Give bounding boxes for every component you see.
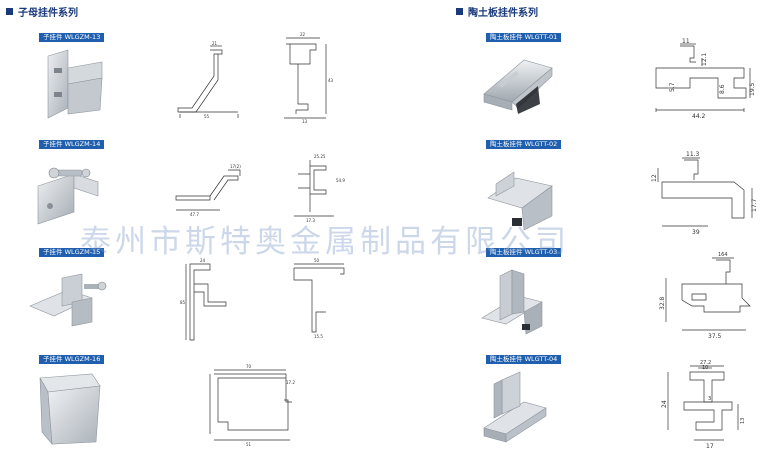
section-drawing-wlgzm-16: 70 17.2 51 bbox=[209, 364, 295, 447]
dim-32-8: 32.8 bbox=[659, 296, 666, 310]
dim-17-7: 17.7 bbox=[751, 198, 758, 212]
svg-text:70: 70 bbox=[246, 364, 252, 369]
left-section-header: 子母挂件系列 bbox=[6, 4, 78, 19]
square-bullet-icon bbox=[456, 8, 463, 15]
product-photo-wlgtt-04 bbox=[483, 371, 547, 443]
dim-44-2: 44.2 bbox=[692, 113, 706, 120]
product-label-wlgzm-16: 子挂件 WLGZM-16 bbox=[39, 355, 105, 364]
right-section-title: 陶土板挂件系列 bbox=[468, 8, 538, 19]
svg-text:13: 13 bbox=[302, 119, 308, 124]
dim-11: 11 bbox=[682, 38, 690, 45]
product-label-wlgtt-04: 陶土板挂件 WLGTT-04 bbox=[486, 355, 562, 364]
product-label-wlgzm-14: 子挂件 WLGZM-14 bbox=[39, 140, 105, 149]
dim-37-5: 37.5 bbox=[708, 333, 722, 340]
dim-17: 17 bbox=[706, 443, 714, 450]
svg-text:24: 24 bbox=[200, 258, 206, 263]
svg-text:85: 85 bbox=[180, 300, 186, 305]
svg-text:55: 55 bbox=[204, 114, 210, 119]
dim-10: 10 bbox=[702, 365, 708, 371]
svg-text:17.2: 17.2 bbox=[286, 380, 295, 385]
dim-19-5: 19.5 bbox=[749, 82, 756, 96]
svg-text:54.9: 54.9 bbox=[336, 178, 345, 183]
section-drawing-wlgzm-14b: 25.25 54.9 17.3 bbox=[294, 154, 345, 223]
section-drawing-wlgtt-04: 27.2 10 3 24 13 17 bbox=[661, 360, 746, 450]
svg-text:21: 21 bbox=[212, 41, 218, 46]
product-photo-wlgzm-14 bbox=[37, 167, 99, 225]
dim-5-7: 5.7 bbox=[669, 82, 676, 92]
product-photo-wlgtt-02 bbox=[487, 171, 553, 231]
dim-8-6: 8.6 bbox=[719, 84, 726, 94]
section-drawing-wlgtt-01: 11 12.1 5.7 8.6 19.5 44.2 bbox=[655, 38, 756, 120]
square-bullet-icon bbox=[6, 8, 13, 15]
section-drawing-wlgzm-15b: 50 15.5 bbox=[293, 258, 345, 339]
dim-39: 39 bbox=[692, 229, 700, 236]
dim-24: 24 bbox=[661, 400, 668, 408]
product-label-wlgtt-01: 陶土板挂件 WLGTT-01 bbox=[486, 33, 562, 42]
svg-text:43: 43 bbox=[328, 78, 334, 83]
product-label-wlgzm-15: 子挂件 WLGZM-15 bbox=[39, 248, 105, 257]
svg-text:17(2): 17(2) bbox=[230, 164, 241, 169]
product-photo-wlgtt-03 bbox=[481, 269, 543, 335]
product-label-wlgtt-03: 陶土板挂件 WLGTT-03 bbox=[486, 248, 562, 257]
product-photo-wlgzm-16 bbox=[39, 373, 101, 445]
right-section-header: 陶土板挂件系列 bbox=[456, 4, 538, 19]
svg-text:15.5: 15.5 bbox=[314, 334, 323, 339]
svg-text:50: 50 bbox=[314, 258, 320, 263]
product-photo-wlgzm-13 bbox=[47, 49, 103, 119]
product-label-wlgtt-02: 陶土板挂件 WLGTT-02 bbox=[486, 140, 562, 149]
svg-text:17.3: 17.3 bbox=[306, 218, 315, 223]
section-drawing-wlgzm-13b: 22 43 13 bbox=[284, 32, 334, 124]
company-watermark: 泰州市斯特奥金属制品有限公司 bbox=[80, 224, 570, 260]
section-drawing-wlgtt-03: 164 32.8 37.5 bbox=[659, 252, 751, 340]
dim-3: 3 bbox=[708, 396, 711, 402]
svg-text:51: 51 bbox=[246, 442, 252, 447]
dim-12: 12 bbox=[651, 174, 658, 182]
section-drawing-wlgtt-02: 11.3 12 17.7 39 bbox=[651, 151, 758, 236]
dim-164: 164 bbox=[718, 252, 728, 258]
dim-12-1: 12.1 bbox=[701, 52, 708, 66]
dim-27-2: 27.2 bbox=[700, 360, 711, 366]
left-section-title: 子母挂件系列 bbox=[18, 8, 78, 19]
product-photo-wlgzm-15 bbox=[29, 273, 107, 327]
svg-text:22: 22 bbox=[300, 32, 306, 37]
section-drawing-wlgzm-13a: 21 55 bbox=[177, 41, 239, 119]
dim-13: 13 bbox=[740, 418, 746, 424]
svg-text:25.25: 25.25 bbox=[314, 154, 326, 159]
product-photo-wlgtt-01 bbox=[483, 59, 553, 114]
section-drawing-wlgzm-15a: 24 85 bbox=[180, 258, 227, 341]
section-drawing-wlgzm-14a: 17(2) 47.7 bbox=[175, 164, 241, 217]
dim-11-3: 11.3 bbox=[686, 151, 700, 158]
product-label-wlgzm-13: 子挂件 WLGZM-13 bbox=[39, 33, 105, 42]
svg-text:47.7: 47.7 bbox=[190, 212, 199, 217]
